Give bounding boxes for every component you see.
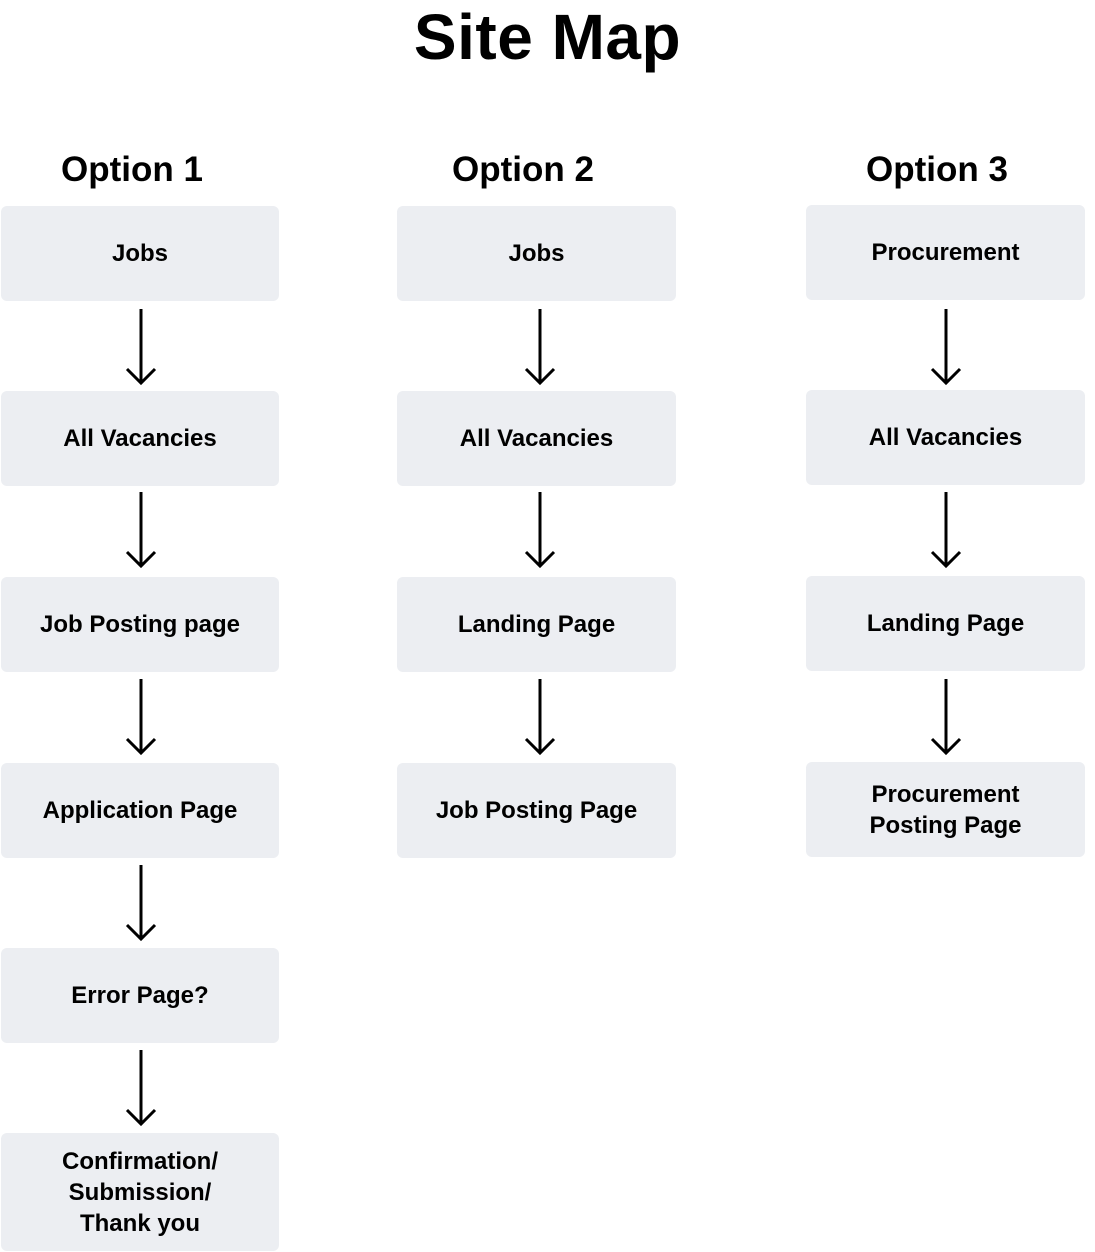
arrow-down-icon <box>125 679 157 756</box>
arrow-down-icon <box>524 679 556 756</box>
option-3-node-all-vacancies: All Vacancies <box>806 390 1085 485</box>
node-label: All Vacancies <box>868 424 1023 451</box>
option-2-node-job-posting-page: Job Posting Page <box>397 763 676 858</box>
option-1-heading: Option 1 <box>61 150 203 189</box>
node-label: Job Posting Page <box>435 797 638 824</box>
node-label: All Vacancies <box>63 425 217 452</box>
node-label: Application Page <box>42 797 238 824</box>
node-label: Error Page? <box>71 982 209 1009</box>
option-2-node-landing-page: Landing Page <box>397 577 676 672</box>
node-label: Jobs <box>508 240 565 267</box>
arrow-down-icon <box>930 309 962 386</box>
option-1-node-application-page: Application Page <box>1 763 279 858</box>
node-label: Confirmation/ Submission/ Thank you <box>62 1147 218 1237</box>
option-1-node-error-page: Error Page? <box>1 948 279 1043</box>
option-3-node-landing-page: Landing Page <box>806 576 1085 671</box>
option-2-column: Option 2 Jobs All Vacancies Landing Page… <box>397 0 676 1252</box>
option-3-node-procurement: Procurement <box>806 205 1085 300</box>
option-1-node-all-vacancies: All Vacancies <box>1 391 279 486</box>
arrow-down-icon <box>930 679 962 756</box>
option-3-heading: Option 3 <box>866 150 1008 189</box>
page-title: Site Map <box>413 1 682 73</box>
arrow-down-icon <box>524 492 556 569</box>
arrow-down-icon <box>125 309 157 386</box>
node-label: Jobs <box>111 240 168 267</box>
arrow-down-icon <box>125 492 157 569</box>
arrow-down-icon <box>930 492 962 569</box>
option-2-node-all-vacancies: All Vacancies <box>397 391 676 486</box>
node-label: Landing Page <box>866 610 1025 637</box>
node-label: Procurement Posting Page <box>869 780 1022 839</box>
option-3-column: Option 3 Procurement All Vacancies Landi… <box>806 0 1085 1252</box>
option-2-heading: Option 2 <box>452 150 594 189</box>
option-1-column: Option 1 Jobs All Vacancies Job Posting … <box>1 0 279 1252</box>
node-label: Procurement <box>871 239 1020 266</box>
arrow-down-icon <box>125 1050 157 1127</box>
node-label: Job Posting page <box>39 611 240 638</box>
node-label: Landing Page <box>457 611 616 638</box>
option-1-node-jobs: Jobs <box>1 206 279 301</box>
arrow-down-icon <box>524 309 556 386</box>
option-1-node-job-posting-page: Job Posting page <box>1 577 279 672</box>
option-1-node-confirmation: Confirmation/ Submission/ Thank you <box>1 1133 279 1251</box>
node-label: All Vacancies <box>459 425 614 452</box>
option-3-node-procurement-posting-page: Procurement Posting Page <box>806 762 1085 857</box>
arrow-down-icon <box>125 865 157 942</box>
option-2-node-jobs: Jobs <box>397 206 676 301</box>
